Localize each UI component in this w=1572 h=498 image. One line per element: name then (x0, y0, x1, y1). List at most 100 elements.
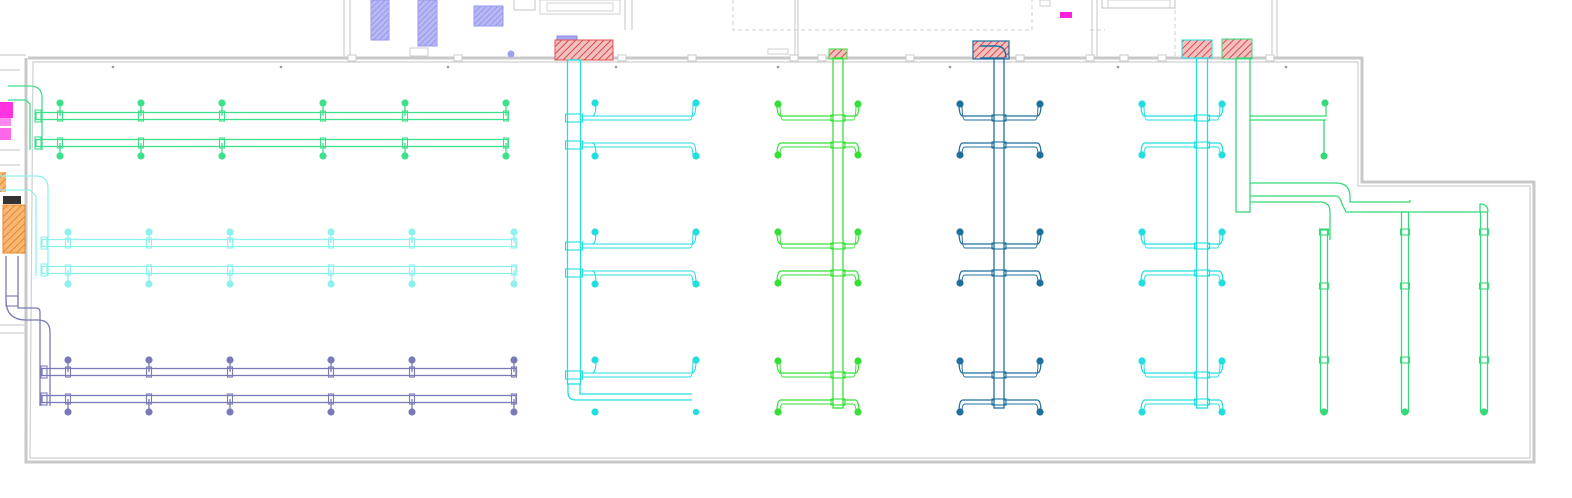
diffuser (692, 152, 700, 160)
branch-duct (1004, 274, 1039, 284)
diffuser (774, 151, 782, 159)
duct-segment (566, 59, 582, 385)
diffuser (956, 151, 964, 159)
diffuser (1218, 151, 1226, 159)
duct-riser (5, 256, 51, 406)
shaft-hatched (1181, 39, 1213, 59)
duct-fitting (1193, 141, 1211, 149)
diffuser (1401, 408, 1409, 416)
diffuser (56, 99, 64, 107)
diffuser (1218, 408, 1226, 416)
diffuser (218, 99, 226, 107)
duct-fitting (564, 268, 584, 278)
duct-system-cyan-riser-left (564, 59, 700, 416)
diffuser (1320, 408, 1328, 416)
top-room-dashed (732, 0, 1176, 58)
duct-fitting (327, 393, 335, 405)
duct-fitting (218, 110, 226, 122)
duct-fitting (327, 264, 335, 276)
diffuser (774, 408, 782, 416)
duct-system-green-right (1235, 57, 1490, 416)
duct-fitting (137, 137, 145, 149)
diffuser (327, 408, 335, 416)
branch-duct (958, 270, 994, 284)
branch-duct (958, 231, 994, 245)
outer-wall (24, 56, 1536, 464)
diffuser (327, 280, 335, 288)
branch-duct (779, 274, 833, 284)
branch-duct (776, 231, 833, 245)
duct-fitting (991, 114, 1007, 122)
duct-fitting (830, 371, 846, 379)
duct-fitting (327, 366, 335, 378)
duct-segment (993, 57, 1005, 409)
duct-fitting (408, 366, 416, 378)
top-room-walls (343, 0, 1278, 58)
duct-fitting (226, 237, 234, 249)
branch-duct (776, 270, 833, 284)
duct-fitting (64, 237, 72, 249)
duct-segment (1235, 57, 1251, 213)
duct-riser (0, 175, 49, 276)
duct-system-green-upper (8, 85, 510, 160)
equipment-tag-magenta (1060, 12, 1072, 18)
branch-duct (581, 102, 697, 121)
diffuser (591, 356, 599, 364)
duct-segment (41, 265, 517, 275)
duct-fitting (40, 263, 48, 277)
diffuser (64, 280, 72, 288)
diffuser (226, 408, 234, 416)
diffuser (956, 100, 964, 108)
diffuser (1218, 100, 1226, 108)
diffuser (591, 280, 599, 288)
duct-fitting (510, 366, 518, 378)
diffuser (327, 356, 335, 364)
duct-fitting (145, 366, 153, 378)
branch-duct (1004, 360, 1039, 378)
duct-system-cyan-riser-right (1138, 57, 1226, 416)
duct-fitting (1193, 242, 1211, 250)
diffuser (408, 280, 416, 288)
duct-segment (1195, 57, 1209, 409)
duct-fitting (401, 137, 409, 149)
branch-duct (1004, 231, 1039, 249)
branch-duct (1250, 201, 1331, 240)
diffuser (854, 357, 862, 365)
diffuser (692, 280, 700, 288)
diffuser (692, 228, 700, 236)
equipment-panel-magenta (0, 118, 11, 126)
diffuser (145, 228, 153, 236)
diffuser (1321, 99, 1329, 107)
branch-duct (1140, 360, 1197, 374)
equipment (0, 0, 1253, 254)
diffuser (1218, 357, 1226, 365)
duct-fitting (830, 114, 846, 122)
equipment-unit-orange (2, 204, 26, 254)
branch-duct (1004, 146, 1039, 156)
duct-fitting (1399, 228, 1411, 236)
diffuser (145, 408, 153, 416)
branch-duct (1207, 231, 1221, 249)
duct-system-cyan-light (0, 175, 518, 288)
diffuser (854, 408, 862, 416)
branch-duct (1140, 142, 1197, 156)
duct-fitting (56, 110, 64, 122)
diffuser (1320, 152, 1328, 160)
duct-fitting (564, 140, 584, 150)
top-fixtures (409, 0, 1171, 57)
branch-duct (1004, 103, 1039, 121)
branch-duct (1143, 403, 1197, 413)
duct-elbow (980, 45, 1007, 59)
duct-fitting (40, 392, 48, 406)
duct-system-blue-riser (956, 57, 1044, 416)
duct-fitting (145, 264, 153, 276)
duct-fitting (1399, 356, 1411, 364)
equipment-unit-purple (370, 0, 390, 41)
diffuser (854, 279, 862, 287)
duct-system-slate (5, 256, 518, 416)
duct-segment (41, 367, 517, 377)
branch-duct (1143, 146, 1197, 156)
duct-fitting (226, 366, 234, 378)
duct-fitting (408, 264, 416, 276)
